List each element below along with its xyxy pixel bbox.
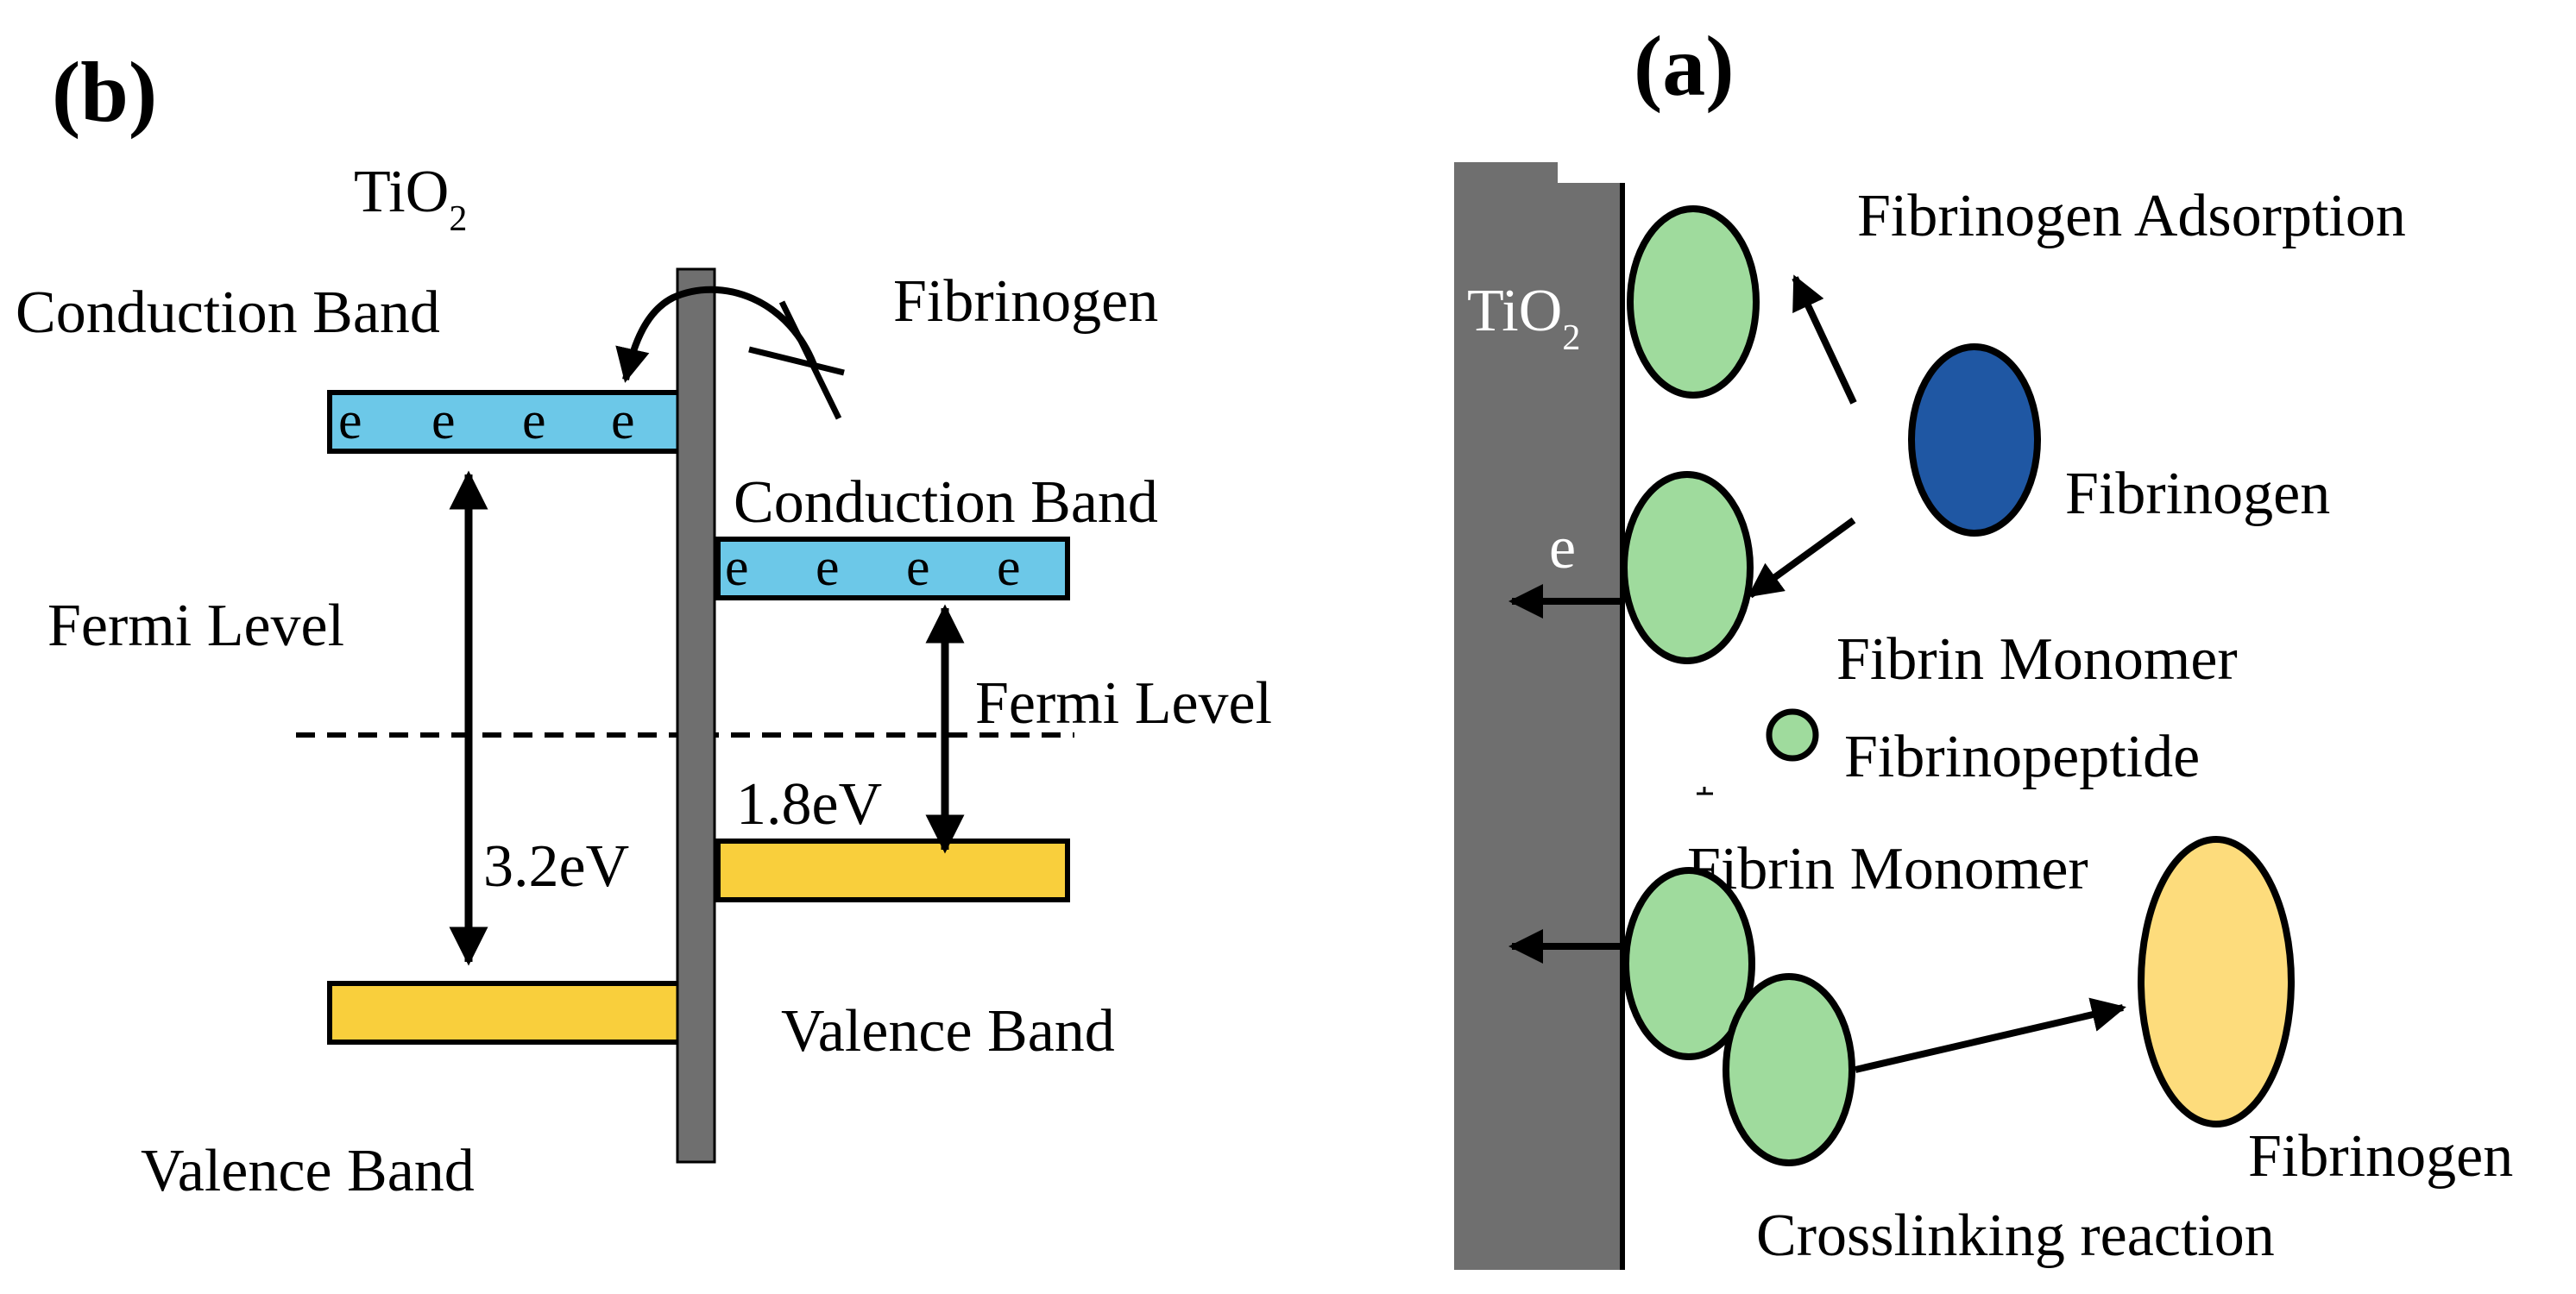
- fibrinogen-label: Fibrinogen: [893, 268, 1158, 335]
- fibrinogen-label: Fibrinogen: [2065, 461, 2330, 527]
- fibrinogen-conduction-band-label: Conduction Band: [734, 469, 1158, 536]
- tio2-valence-band: [327, 981, 682, 1045]
- electron: e: [431, 392, 456, 450]
- panel-b: (b) TiO2 Conduction Band Fibrinogen e e …: [16, 44, 1272, 1204]
- fibrin-monomer-label: Fibrin Monomer: [1836, 626, 2238, 693]
- fibrinopeptide-label: Fibrinopeptide: [1844, 724, 2200, 790]
- tio2-gap-label: 3.2eV: [483, 833, 629, 900]
- electron: e: [338, 392, 362, 450]
- electron: e: [522, 392, 546, 450]
- tio2-surface-label: TiO2: [1467, 278, 1580, 358]
- fibrin-monomer-molecule: [1723, 973, 1855, 1166]
- panel-b-label: (b): [52, 44, 157, 140]
- tio2-fermi-level-label: Fermi Level: [47, 593, 344, 659]
- fibrinogen-conduction-band: [715, 537, 1070, 600]
- fibrinogen-fermi-level-label: Fermi Level: [975, 670, 1272, 737]
- tio2-valence-band-label: Valence Band: [141, 1138, 475, 1204]
- fibrinogen-adsorption-label: Fibrinogen Adsorption: [1857, 183, 2406, 249]
- crosslinking-reaction-label: Crosslinking reaction: [1756, 1203, 2275, 1269]
- panel-a-label: (a): [1634, 18, 1735, 114]
- fibrinogen-valence-band-label: Valence Band: [781, 998, 1115, 1065]
- fibrin-monomer-molecule: [1621, 471, 1754, 664]
- fibrinogen-molecule-blue: [1908, 343, 2041, 537]
- fibrin-monomer-label: Fibrin Monomer: [1687, 836, 2088, 902]
- fibrinogen-label: Fibrinogen: [2248, 1123, 2513, 1190]
- tio2-electrons: e e e e: [338, 392, 635, 450]
- fibrin-monomer-molecule: [1622, 867, 1755, 1060]
- fibrinopeptide-molecule: [1766, 708, 1819, 762]
- tio2-conduction-band-label: Conduction Band: [16, 280, 440, 346]
- fibrinogen-valence-band: [715, 839, 1070, 902]
- panel-a: (a) TiO2 Fibrinogen Adsorption Fibrinoge…: [1454, 18, 2513, 1270]
- electron-transfer-arrow: [615, 286, 819, 383]
- electron: e: [725, 538, 749, 597]
- electron: e: [906, 538, 930, 597]
- adsorbed-fibrinogen-molecule: [1627, 205, 1760, 399]
- fibrinogen-electrons: e e e e: [725, 538, 1021, 597]
- tio2-surface: [1454, 162, 1622, 1270]
- blocked-mark-stroke: [748, 346, 845, 376]
- electron-label: e: [1549, 515, 1576, 581]
- fibrinogen-gap-label: 1.8eV: [736, 771, 882, 838]
- electron: e: [611, 392, 635, 450]
- electron: e: [997, 538, 1021, 597]
- interface-bar: [676, 267, 716, 1164]
- electron: e: [816, 538, 840, 597]
- crosslinking-arrow: [1855, 997, 2126, 1073]
- blocked-mark-stroke: [778, 300, 842, 420]
- adsorption-arrow: [1792, 274, 1857, 405]
- tio2-conduction-band: [327, 390, 682, 454]
- fibrinogen-molecule-yellow: [2138, 836, 2295, 1128]
- tio2-title: TiO2: [354, 159, 467, 239]
- approach-arrow: [1747, 517, 1856, 599]
